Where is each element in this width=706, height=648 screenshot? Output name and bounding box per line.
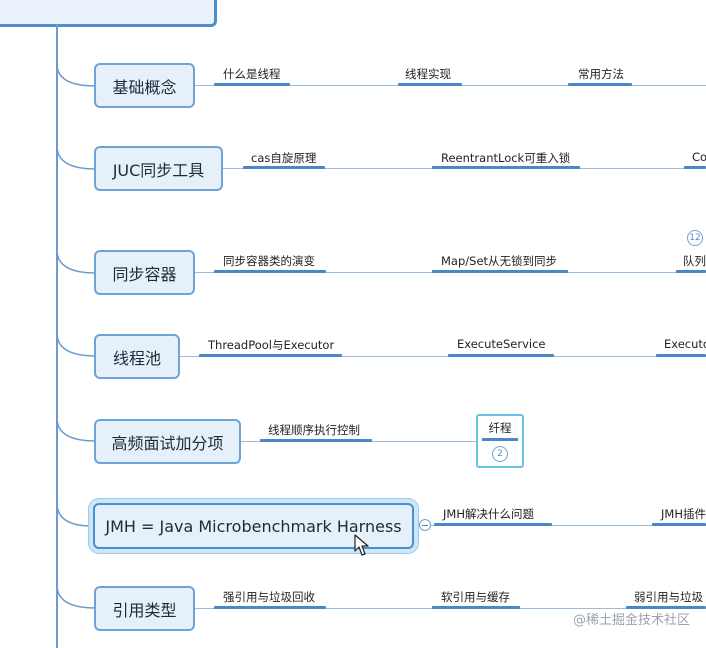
child-topic[interactable]: JMH插件 (661, 507, 706, 521)
child-count-badge[interactable]: 12 (687, 230, 703, 246)
watermark: @稀土掘金技术社区 (572, 609, 690, 628)
child-underline (199, 354, 342, 357)
child-topic[interactable]: cas自旋原理 (251, 151, 317, 165)
child-underline (432, 270, 568, 273)
root-node[interactable] (0, 0, 217, 27)
child-underline (482, 438, 518, 441)
child-topic[interactable]: 软引用与缓存 (441, 590, 510, 604)
child-topic[interactable]: Map/Set从无锁到同步 (441, 254, 558, 268)
mouse-cursor-icon (354, 534, 369, 556)
child-topic[interactable]: 线程实现 (405, 67, 451, 81)
child-underline (214, 270, 326, 273)
collapse-button[interactable] (419, 519, 431, 531)
child-topic[interactable]: 线程顺序执行控制 (268, 423, 360, 437)
branch-node-juc-sync-tools[interactable]: JUC同步工具 (94, 146, 223, 191)
child-topic[interactable]: 队列 (683, 254, 706, 268)
child-topic[interactable]: JMH解决什么问题 (443, 507, 534, 521)
child-topic[interactable]: Executo (664, 337, 706, 351)
branch-node-sync-containers[interactable]: 同步容器 (94, 250, 195, 295)
child-underline (243, 166, 325, 169)
child-underline (448, 354, 554, 357)
child-topic[interactable]: 同步容器类的演变 (223, 254, 315, 268)
child-topic[interactable]: 什么是线程 (223, 67, 281, 81)
branch-node-thread-pool[interactable]: 线程池 (94, 334, 180, 379)
child-topic[interactable]: 强引用与垃圾回收 (223, 590, 315, 604)
child-underline (684, 166, 706, 169)
child-topic[interactable]: ReentrantLock可重入锁 (441, 151, 571, 165)
child-topic[interactable]: ExecuteService (457, 337, 546, 351)
child-topic[interactable]: 常用方法 (578, 67, 624, 81)
branch-node-interview-bonus[interactable]: 高频面试加分项 (94, 419, 241, 464)
child-underline (260, 439, 372, 442)
child-underline (214, 606, 326, 609)
fiber-label: 纤程 (488, 421, 512, 435)
child-count-badge[interactable]: 2 (492, 446, 508, 462)
child-underline (656, 354, 706, 357)
branch-line (180, 356, 706, 357)
child-underline (398, 83, 462, 86)
child-topic[interactable]: Co (692, 150, 706, 164)
child-topic[interactable]: 弱引用与垃圾 (634, 590, 703, 604)
child-underline (568, 83, 632, 86)
child-underline (652, 523, 706, 526)
child-underline (432, 166, 580, 169)
branch-line (431, 525, 706, 526)
child-underline (626, 606, 706, 609)
child-underline (676, 270, 706, 273)
child-underline (432, 606, 520, 609)
child-topic-fiber[interactable]: 纤程 2 (476, 414, 524, 468)
branch-node-reference-types[interactable]: 引用类型 (94, 586, 195, 631)
child-underline (434, 523, 552, 526)
child-underline (214, 83, 290, 86)
branch-node-basic-concepts[interactable]: 基础概念 (94, 63, 195, 108)
child-topic[interactable]: ThreadPool与Executor (208, 338, 335, 352)
